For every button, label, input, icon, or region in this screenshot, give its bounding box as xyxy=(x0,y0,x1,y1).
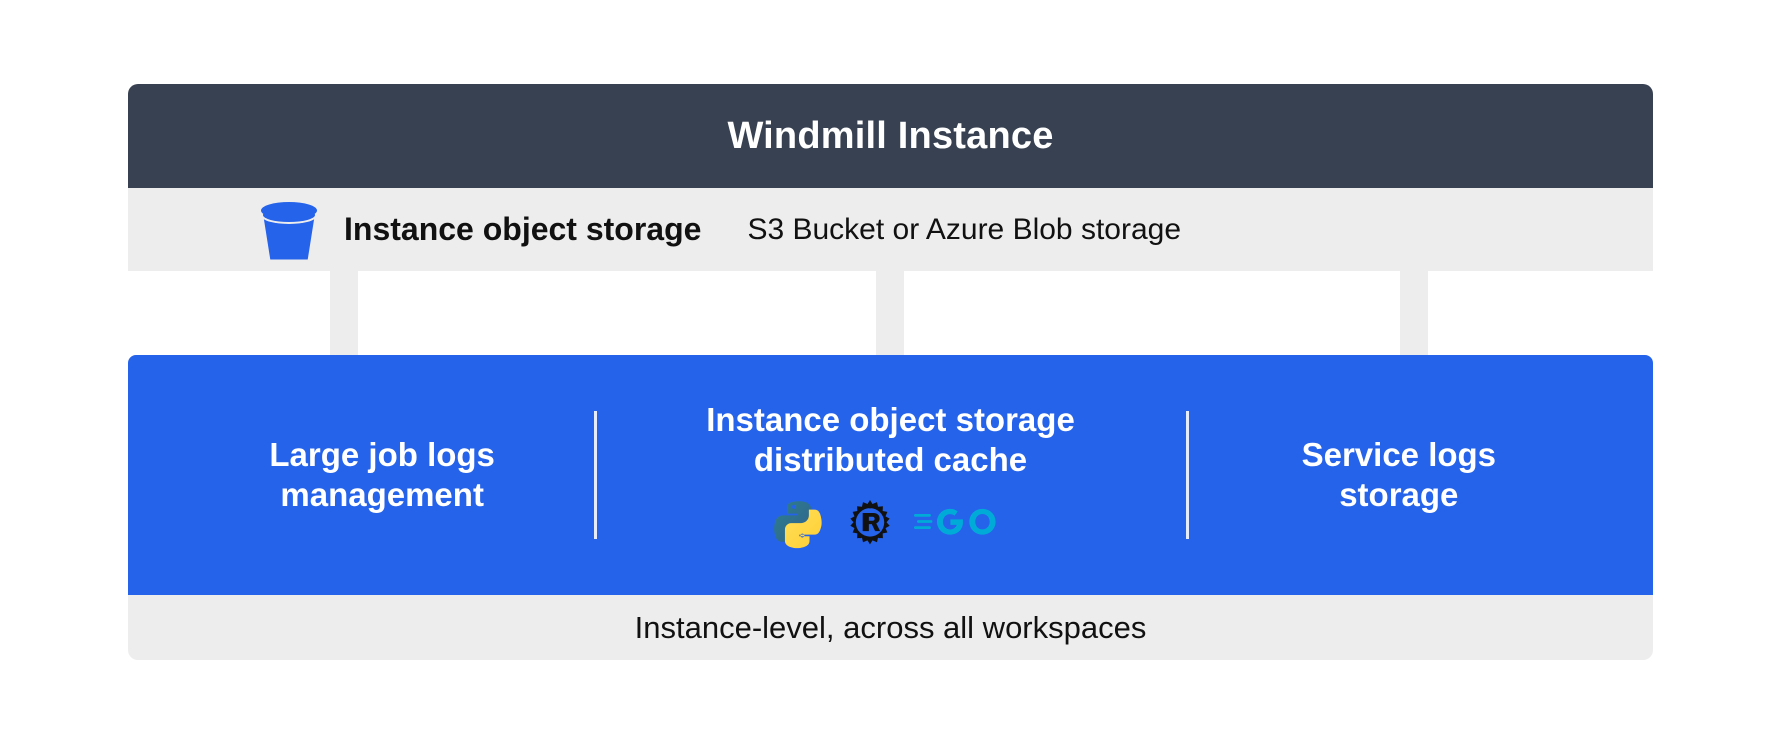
arrow-shaft xyxy=(330,271,358,369)
feature-large-job-logs: Large job logs management xyxy=(128,355,636,595)
python-icon xyxy=(774,501,823,549)
scope-footer: Instance-level, across all workspaces xyxy=(128,595,1653,660)
bucket-lid xyxy=(261,201,317,219)
instance-header: Windmill Instance xyxy=(128,84,1653,188)
rust-icon xyxy=(850,500,891,545)
go-icon xyxy=(914,509,997,535)
footer-text: Instance-level, across all workspaces xyxy=(634,609,1147,645)
instance-object-storage-strip: Instance object storage S3 Bucket or Azu… xyxy=(128,188,1653,271)
page-title: Windmill Instance xyxy=(727,115,1054,157)
feature-distributed-cache: Instance object storage distributed cach… xyxy=(636,355,1144,595)
storage-label: Instance object storage xyxy=(344,211,702,247)
feature-title: Service logs storage xyxy=(1301,435,1497,513)
language-icons-row xyxy=(774,498,1006,550)
column-divider xyxy=(594,411,597,539)
feature-service-logs: Service logs storage xyxy=(1145,355,1653,595)
column-divider xyxy=(1186,411,1189,539)
feature-title: Instance object storage distributed cach… xyxy=(706,400,1075,478)
arrow-shaft xyxy=(876,271,904,369)
windmill-instance-diagram: Windmill Instance Instance object storag… xyxy=(128,84,1653,660)
features-panel: Large job logs management Instance objec… xyxy=(128,355,1653,595)
storage-sub-label: S3 Bucket or Azure Blob storage xyxy=(747,212,1182,246)
arrow-shaft xyxy=(1400,271,1428,369)
feature-title: Large job logs management xyxy=(269,435,495,513)
bucket-icon xyxy=(258,200,320,262)
